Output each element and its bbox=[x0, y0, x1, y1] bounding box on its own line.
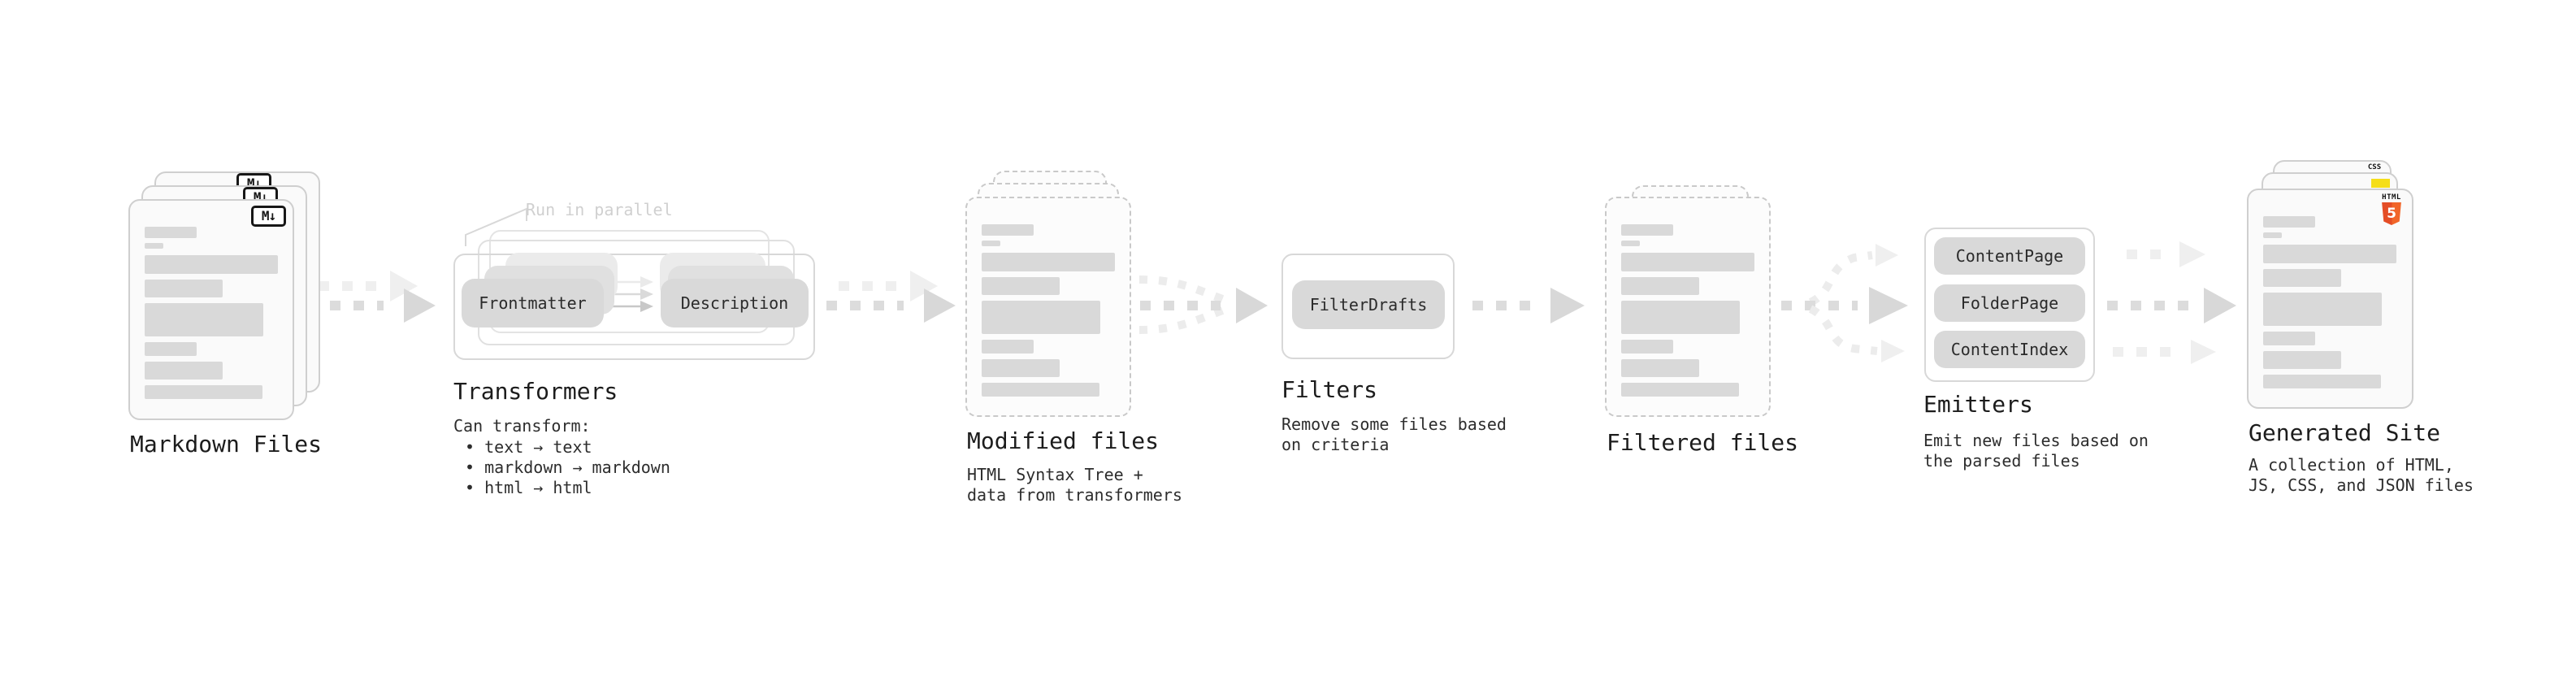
generated-site-title: Generated Site bbox=[2249, 419, 2441, 446]
text-placeholder-bar bbox=[145, 280, 223, 297]
text-placeholder-bar bbox=[2263, 232, 2282, 238]
html5-label: HTML bbox=[2382, 193, 2401, 202]
text-placeholder-bar bbox=[982, 224, 1034, 236]
emitters-description: Emit new files based on the parsed files bbox=[1923, 431, 2149, 471]
file-card: HTML 5 bbox=[2247, 189, 2413, 409]
transformers-bullet: • markdown → markdown bbox=[465, 458, 670, 477]
text-placeholder-bar bbox=[982, 277, 1060, 295]
filters-description: Remove some files based on criteria bbox=[1281, 414, 1507, 454]
filtered-files-title: Filtered files bbox=[1607, 429, 1799, 456]
modified-files-title: Modified files bbox=[967, 427, 1160, 454]
filters-title: Filters bbox=[1281, 376, 1378, 403]
text-placeholder-bar bbox=[982, 340, 1034, 354]
transformers-title: Transformers bbox=[453, 378, 618, 405]
arrow-transformers-to-modified bbox=[826, 271, 956, 323]
html5-icon: HTML 5 bbox=[2380, 193, 2403, 225]
text-placeholder-bar bbox=[982, 253, 1115, 271]
text-placeholder-bar bbox=[145, 303, 263, 336]
text-placeholder-bar bbox=[1621, 340, 1673, 354]
arrow-modified-to-filters bbox=[1138, 275, 1268, 334]
text-placeholder-bar bbox=[2263, 245, 2396, 263]
text-placeholder-bar bbox=[1621, 301, 1740, 334]
text-placeholder-bar bbox=[1621, 359, 1699, 377]
text-placeholder-bar bbox=[982, 301, 1100, 334]
text-placeholder-bar bbox=[1621, 383, 1739, 397]
text-placeholder-bar bbox=[2263, 375, 2381, 388]
text-placeholder-bar bbox=[2263, 269, 2341, 287]
text-placeholder-bar bbox=[2263, 216, 2315, 228]
html5-shield: 5 bbox=[2382, 202, 2401, 225]
text-placeholder-bar bbox=[2263, 293, 2382, 326]
node-frontmatter: Frontmatter bbox=[462, 279, 604, 327]
transformers-description: Can transform: bbox=[453, 416, 591, 436]
transformers-bullet: • text → text bbox=[465, 437, 592, 457]
node-filterdrafts: FilterDrafts bbox=[1292, 280, 1445, 329]
text-placeholder-bar bbox=[145, 255, 278, 274]
text-placeholder-bar bbox=[1621, 253, 1754, 271]
arrow-filters-to-filtered bbox=[1472, 288, 1585, 323]
node-folderpage: FolderPage bbox=[1934, 284, 2085, 322]
text-placeholder-bar bbox=[982, 383, 1099, 397]
node-description: Description bbox=[661, 279, 809, 327]
transformer-panel-front bbox=[453, 254, 815, 360]
text-placeholder-bar bbox=[2263, 351, 2341, 369]
node-contentpage: ContentPage bbox=[1934, 237, 2085, 275]
markdown-icon: M↓ bbox=[251, 206, 286, 227]
text-placeholder-bar bbox=[982, 359, 1060, 377]
arrow-emitters-to-site bbox=[2107, 241, 2236, 364]
generated-site-description: A collection of HTML, JS, CSS, and JSON … bbox=[2249, 455, 2474, 495]
markdown-files-title: Markdown Files bbox=[130, 431, 323, 458]
text-placeholder-bar bbox=[145, 342, 197, 356]
arrow-filtered-to-emitters bbox=[1781, 244, 1908, 362]
text-placeholder-bar bbox=[145, 362, 223, 380]
text-placeholder-bar bbox=[145, 385, 262, 399]
text-placeholder-bar bbox=[2263, 332, 2315, 345]
js-badge bbox=[2371, 179, 2390, 188]
arrow-markdown-to-transformers bbox=[306, 271, 436, 323]
modified-files-description: HTML Syntax Tree + data from transformer… bbox=[967, 465, 1182, 505]
text-placeholder-bar bbox=[1621, 241, 1640, 246]
text-placeholder-bar bbox=[145, 227, 197, 238]
text-placeholder-bar bbox=[982, 241, 1000, 246]
transformers-bullets: • text → text • markdown → markdown • ht… bbox=[465, 437, 670, 498]
file-card bbox=[965, 197, 1131, 417]
file-card: M↓ bbox=[128, 199, 294, 420]
emitters-title: Emitters bbox=[1923, 391, 2033, 418]
file-card bbox=[1605, 197, 1771, 417]
css-badge-label: CSS bbox=[2367, 163, 2382, 171]
text-placeholder-bar bbox=[1621, 277, 1699, 295]
text-placeholder-bar bbox=[145, 243, 163, 249]
node-contentindex: ContentIndex bbox=[1934, 331, 2085, 368]
run-in-parallel-note: Run in parallel bbox=[526, 200, 673, 219]
run-in-parallel-connector bbox=[465, 207, 527, 246]
text-placeholder-bar bbox=[1621, 224, 1673, 236]
transformers-bullet: • html → html bbox=[465, 478, 592, 497]
